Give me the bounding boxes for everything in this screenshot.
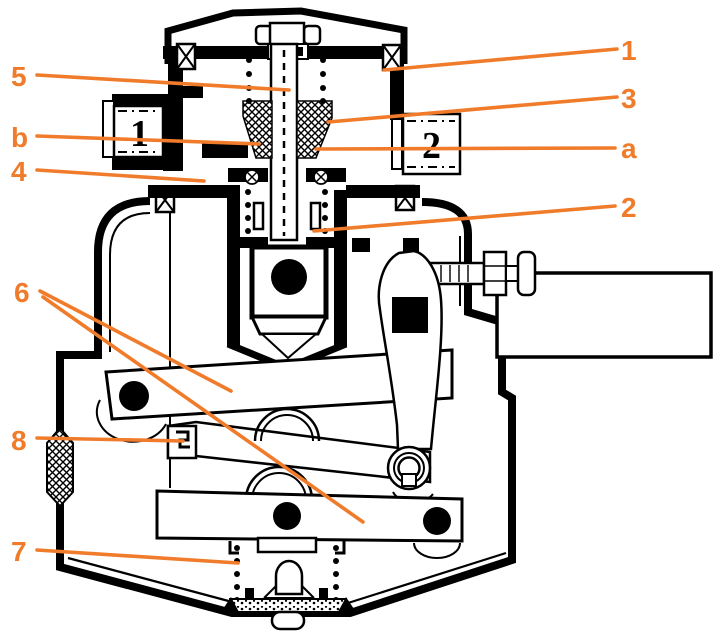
lower-spring-dots — [245, 189, 328, 234]
leader-line-4 — [35, 168, 206, 183]
callout-label-b: b — [11, 122, 28, 153]
port-label-outlet: 2 — [422, 125, 441, 167]
leader-line-b — [35, 134, 261, 146]
leader-line-8 — [35, 436, 185, 443]
callout-labels: 1 3 a 2 5 b 4 6 8 7 — [11, 35, 637, 567]
upper-housing-cover: 1 2 — [102, 7, 462, 214]
callout-label-4: 4 — [11, 156, 27, 187]
port-outlet: 2 — [391, 112, 462, 176]
adjuster-bolt — [352, 238, 537, 297]
leader-line-2 — [312, 204, 617, 233]
callout-label-a: a — [621, 133, 637, 164]
callout-label-7: 7 — [11, 536, 27, 567]
upper-spring-dots — [246, 57, 326, 104]
port-inlet: 1 — [102, 94, 183, 171]
callout-label-5: 5 — [11, 61, 27, 92]
diaphragm — [229, 598, 347, 613]
oil-seal — [242, 100, 333, 159]
callout-label-1: 1 — [621, 35, 637, 66]
plunger-cup — [249, 244, 329, 360]
leader-line-6a — [38, 289, 233, 393]
callout-label-6: 6 — [14, 277, 30, 308]
valve-and-diaphragm — [221, 536, 356, 631]
gland-screw-icon — [244, 169, 329, 185]
leader-line-1 — [382, 47, 619, 72]
callout-label-8: 8 — [11, 425, 27, 456]
leader-line-a — [314, 146, 617, 151]
pull-rod-stem — [269, 42, 299, 242]
leader-line-3 — [326, 95, 619, 124]
seal-housing-tower — [226, 168, 348, 371]
callout-label-3: 3 — [621, 83, 637, 114]
leader-lines — [35, 47, 619, 565]
link-arm — [377, 249, 443, 491]
port-label-inlet: 1 — [130, 113, 149, 155]
leader-line-7 — [35, 548, 240, 565]
leader-line-5 — [35, 73, 291, 92]
rocker-arm-lower — [155, 489, 464, 559]
side-plug — [46, 426, 74, 508]
leader-line-6b — [41, 295, 365, 524]
callout-label-2: 2 — [621, 192, 637, 223]
